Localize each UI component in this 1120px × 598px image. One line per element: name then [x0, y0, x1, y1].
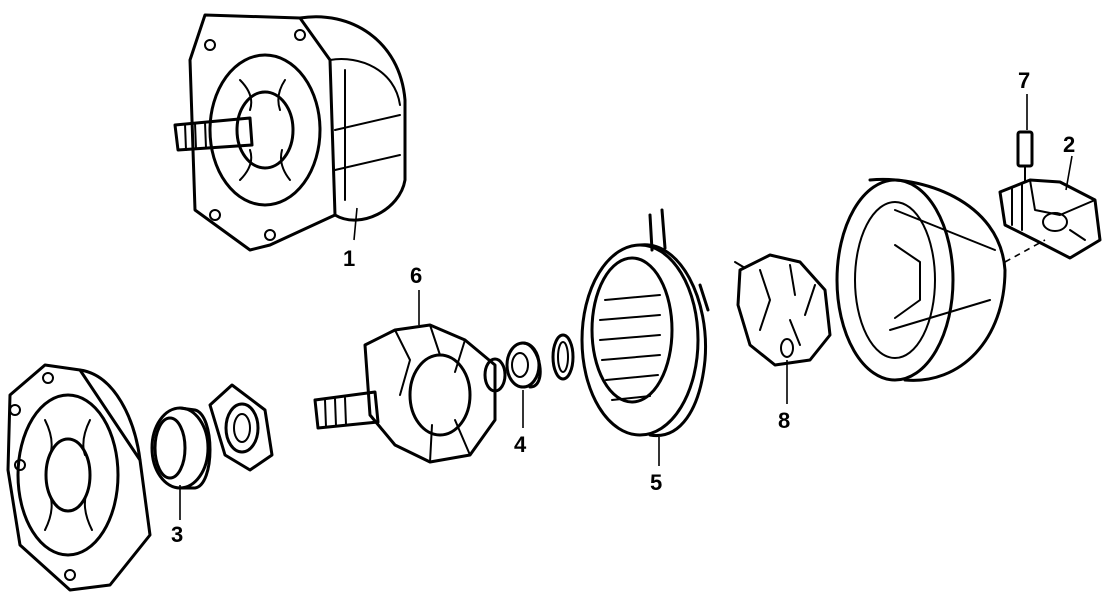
part-1-drive-end-housing [173, 13, 407, 252]
callout-4: 4 [514, 432, 527, 457]
slip-ring-end-housing [6, 363, 152, 592]
snap-ring [551, 333, 575, 381]
callout-2: 2 [1063, 132, 1075, 157]
part-6-rotor [313, 323, 507, 464]
callout-3: 3 [171, 522, 183, 547]
rear-cover [835, 177, 1007, 382]
part-8-rectifier [734, 253, 832, 367]
bearing-retainer-plate [208, 383, 274, 472]
callout-1: 1 [343, 246, 355, 271]
callout-5: 5 [650, 470, 662, 495]
part-5-stator [580, 208, 710, 438]
part-7-brush [1016, 130, 1034, 183]
callout-6: 6 [410, 263, 422, 288]
callout-7: 7 [1018, 68, 1030, 93]
callout-8: 8 [778, 408, 790, 433]
part-3-bearing [150, 406, 212, 490]
part-2-regulator [998, 178, 1102, 260]
part-4-bearing [505, 341, 542, 389]
